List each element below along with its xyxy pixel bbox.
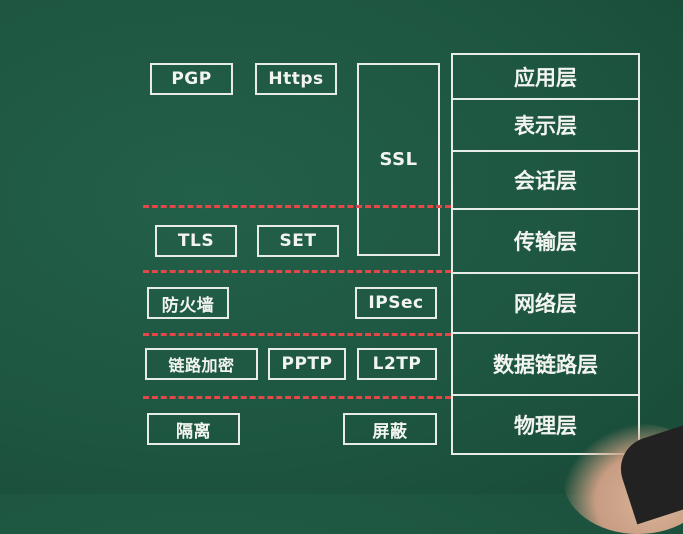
layer-session: 会话层 [453, 152, 638, 210]
link-encryption-box: 链路加密 [145, 348, 258, 380]
tls-box: TLS [155, 225, 237, 257]
separator-session-transport [143, 205, 451, 208]
layer-datalink: 数据链路层 [453, 334, 638, 396]
layer-application: 应用层 [453, 55, 638, 100]
layer-physical: 物理层 [514, 413, 577, 438]
shielding-box: 屏蔽 [343, 413, 437, 445]
separator-network-datalink [143, 333, 451, 336]
pptp-box: PPTP [268, 348, 346, 380]
separator-datalink-physical [143, 396, 451, 399]
chalkboard: PGP Https SSL TLS SET 防火墙 IPSec 链路加密 PPT… [143, 53, 683, 534]
pgp-box: PGP [150, 63, 233, 95]
set-box: SET [257, 225, 339, 257]
osi-layer-column: 应用层 表示层 会话层 传输层 网络层 数据链路层 物理层 [451, 53, 640, 455]
ssl-box: SSL [357, 63, 440, 256]
l2tp-box: L2TP [357, 348, 437, 380]
firewall-box: 防火墙 [147, 287, 229, 319]
layer-network: 网络层 [453, 274, 638, 334]
isolation-box: 隔离 [147, 413, 240, 445]
separator-transport-network [143, 270, 451, 273]
layer-presentation: 表示层 [453, 100, 638, 152]
https-box: Https [255, 63, 337, 95]
layer-transport: 传输层 [453, 210, 638, 274]
ipsec-box: IPSec [355, 287, 437, 319]
